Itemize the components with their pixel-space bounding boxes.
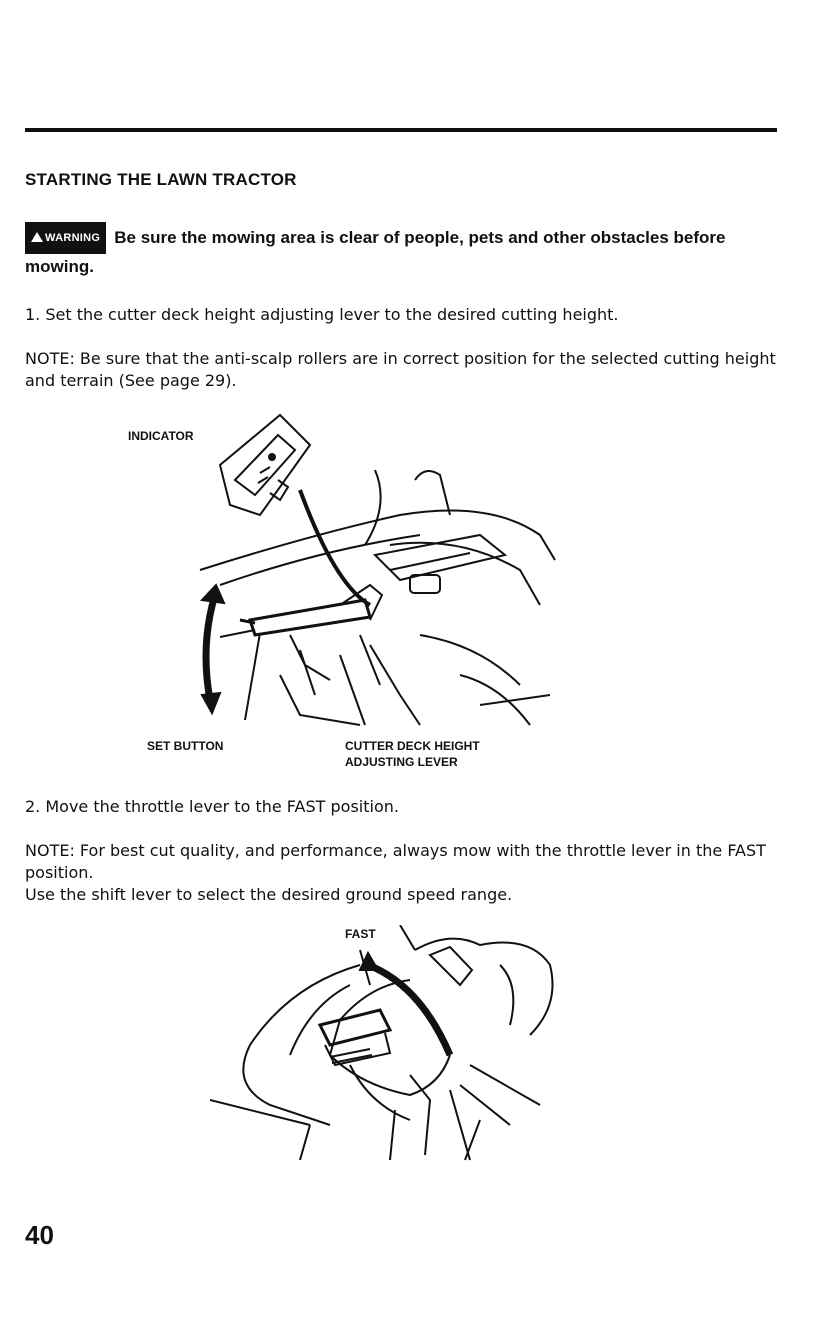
top-rule	[25, 128, 777, 132]
step-1-text: 1. Set the cutter deck height adjusting …	[25, 305, 619, 324]
shift-lever-text: Use the shift lever to select the desire…	[25, 885, 513, 904]
cutter-deck-lever-illustration	[199, 413, 556, 726]
section-heading: STARTING THE LAWN TRACTOR	[25, 170, 297, 189]
lever-label-line1: CUTTER DECK HEIGHT	[345, 739, 480, 753]
set-button-label: SET BUTTON	[147, 739, 224, 753]
throttle-lever-illustration	[210, 925, 554, 1161]
warning-badge: WARNING	[25, 222, 107, 254]
page-number: 40	[25, 1220, 54, 1250]
lever-label-line2: ADJUSTING LEVER	[345, 755, 458, 769]
note-2-text: NOTE: For best cut quality, and performa…	[25, 841, 766, 882]
indicator-label: INDICATOR	[128, 429, 194, 443]
step-2-text: 2. Move the throttle lever to the FAST p…	[25, 797, 399, 816]
warning-badge-label: WARNING	[45, 232, 101, 244]
warning-triangle-icon	[31, 232, 43, 242]
fast-label: FAST	[345, 927, 376, 941]
warning-text: Be sure the mowing area is clear of peop…	[25, 228, 726, 276]
note-1-text: NOTE: Be sure that the anti-scalp roller…	[25, 349, 776, 390]
